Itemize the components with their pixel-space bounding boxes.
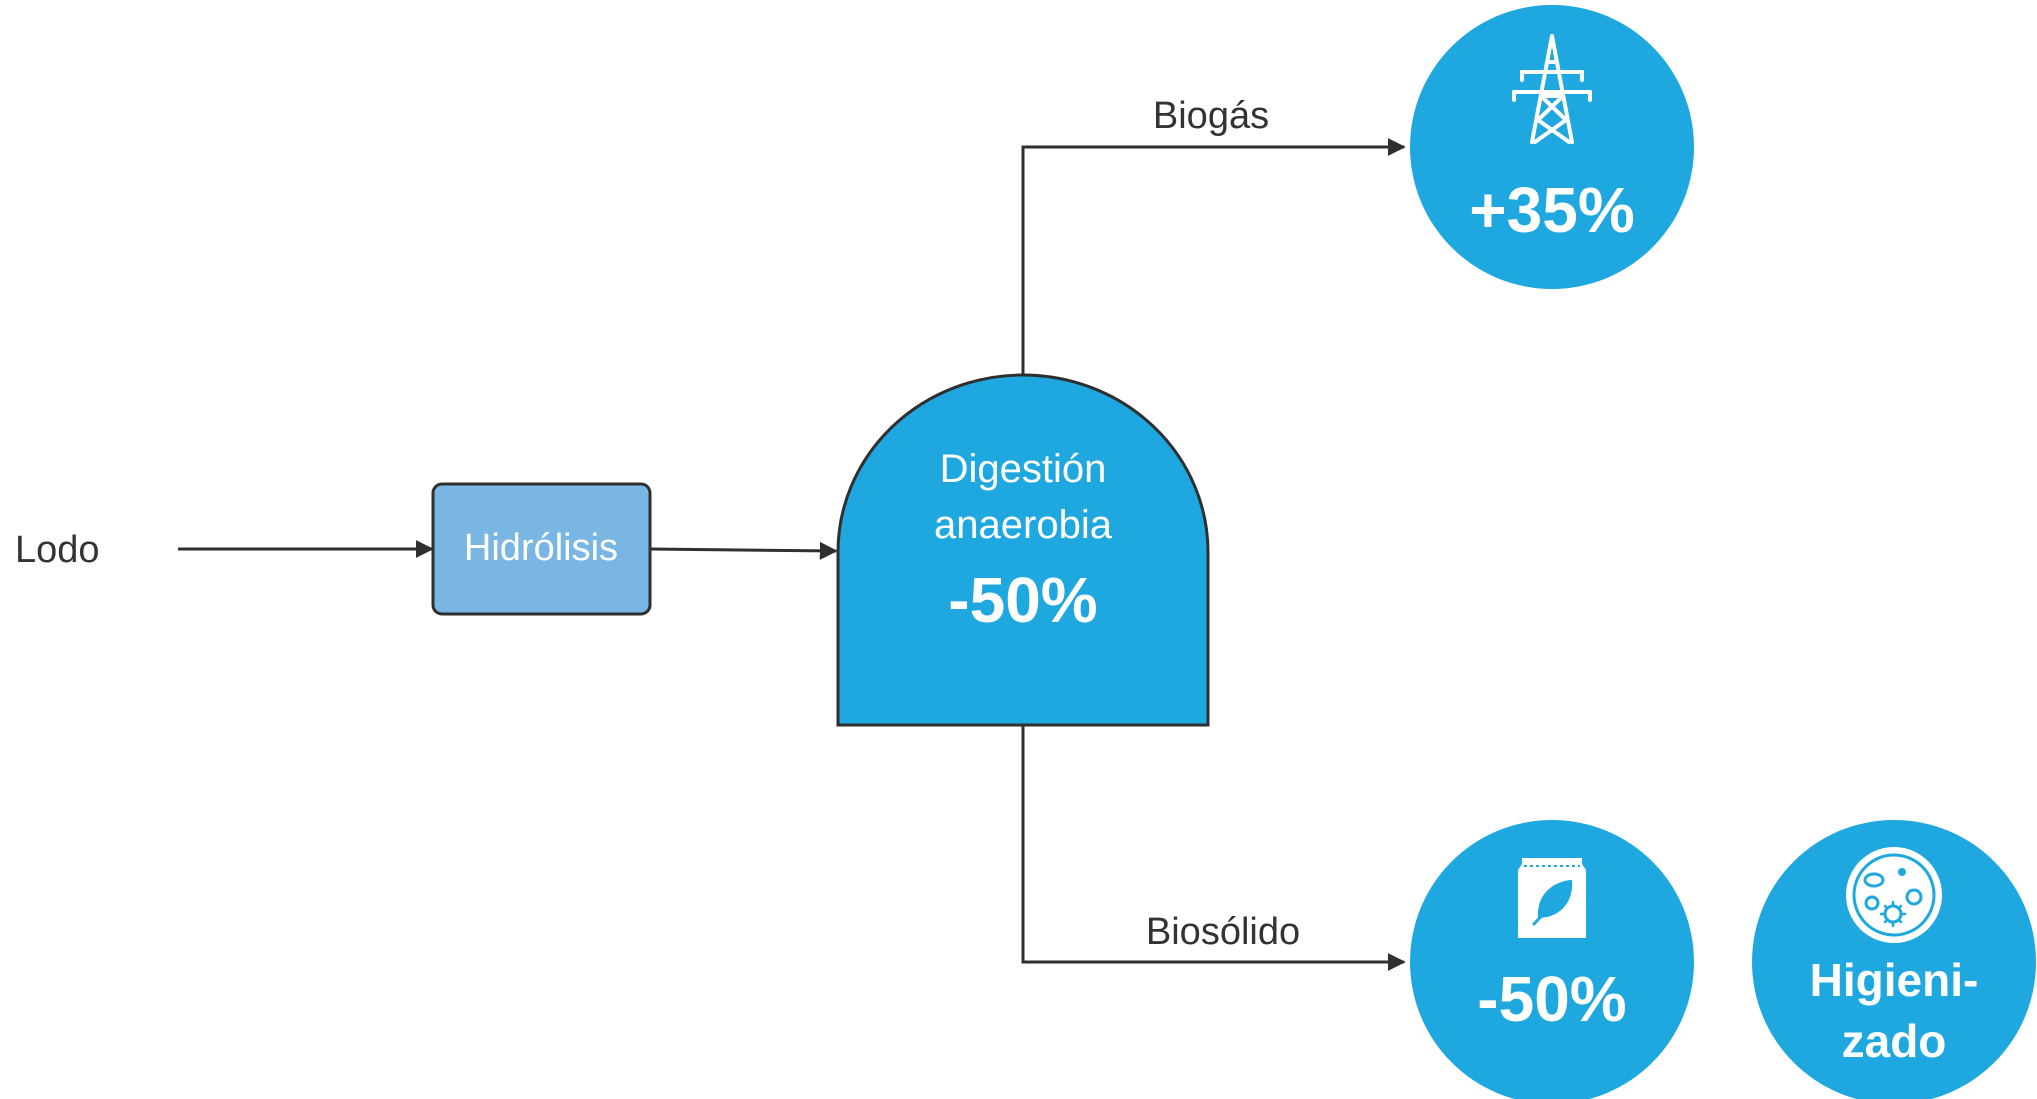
digester-value: -50% bbox=[948, 564, 1097, 636]
biogas-value: +35% bbox=[1469, 174, 1634, 246]
fertilizer-bag-icon bbox=[1518, 858, 1586, 938]
biogas-result: +35% bbox=[1410, 5, 1694, 289]
hygiene-label-line1: Higieni- bbox=[1810, 954, 1979, 1006]
arrow-digester-to-biogas bbox=[1021, 138, 1406, 376]
biosolid-circle bbox=[1410, 820, 1694, 1099]
hygiene-label-line2: zado bbox=[1842, 1015, 1947, 1067]
hydrolysis-label: Hidrólisis bbox=[464, 527, 618, 569]
biosolid-value: -50% bbox=[1477, 963, 1626, 1035]
biosolid-result: -50% bbox=[1410, 820, 1694, 1099]
digester-node: Digestión anaerobia -50% bbox=[836, 373, 1210, 727]
biosolid-label: Biosólido bbox=[1146, 911, 1300, 953]
digester-label-line2: anaerobia bbox=[934, 503, 1113, 547]
arrow-digester-to-biosolid bbox=[1021, 725, 1406, 971]
hydrolysis-node: Hidrólisis bbox=[431, 482, 652, 616]
digester-label-line1: Digestión bbox=[940, 447, 1107, 491]
input-label: Lodo bbox=[15, 529, 100, 571]
hygiene-result: Higieni- zado bbox=[1752, 820, 2036, 1099]
power-tower-icon bbox=[1512, 34, 1592, 144]
biogas-label: Biogás bbox=[1153, 95, 1269, 137]
hygiene-circle bbox=[1752, 820, 2036, 1099]
petri-dish-icon bbox=[1846, 847, 1942, 943]
biogas-circle bbox=[1410, 5, 1694, 289]
digester-shape bbox=[836, 373, 1210, 727]
arrow-hydrolysis-to-digester bbox=[649, 541, 838, 560]
